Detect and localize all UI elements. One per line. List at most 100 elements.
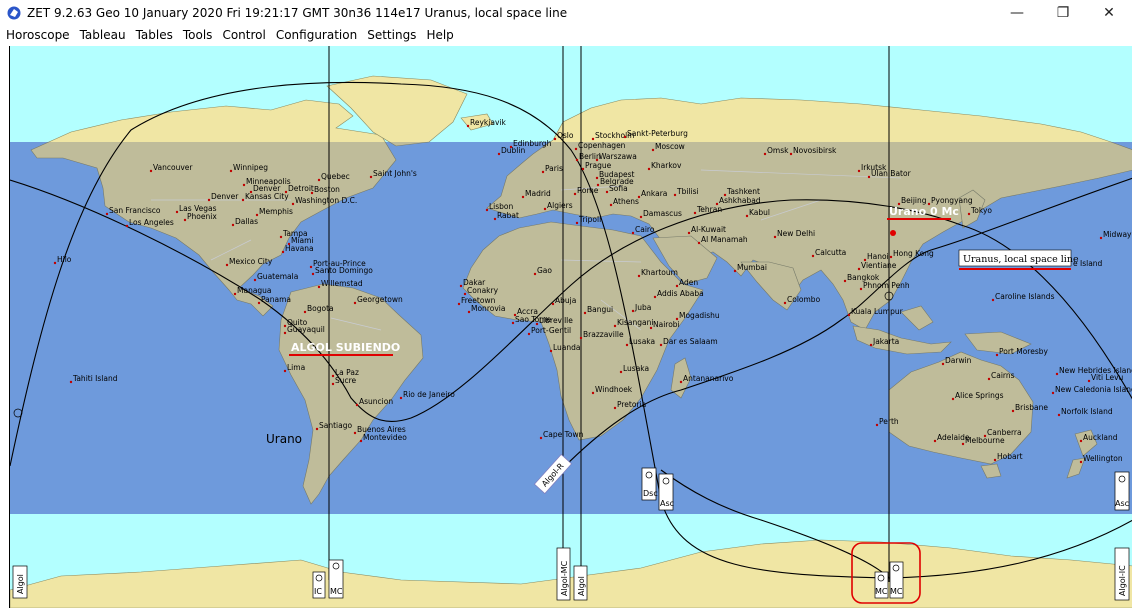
city-dot [745,214,749,218]
city-label: Copenhagen [578,141,626,150]
city-label: Dublin [501,146,525,155]
city-marker: San Francisco [105,206,161,216]
city-label: Lima [287,363,305,372]
city-marker: Nairobi [649,320,680,330]
city-label: Brazzaville [583,330,624,339]
city-dot [639,215,643,219]
city-dot [255,213,259,217]
menu-settings[interactable]: Settings [367,28,417,42]
city-dot [527,332,531,336]
city-marker: New Delhi [773,229,815,239]
city-marker: Rio de Janeiro [399,390,455,400]
city-dot [1079,439,1083,443]
menu-tables[interactable]: Tables [135,28,173,42]
city-label: Moscow [655,142,685,151]
city-dot [595,158,599,162]
menu-tableau[interactable]: Tableau [79,28,126,42]
menu-horoscope[interactable]: Horoscope [6,28,70,42]
city-label: Vancouver [153,163,193,172]
city-dot [987,377,991,381]
city-marker: Minneapolis [242,177,291,187]
city-dot [869,343,873,347]
city-marker: Caroline Islands [991,292,1055,302]
urano-mc-highlight[interactable]: MC MC [851,542,921,604]
city-marker: Mexico City [225,257,273,267]
ic-mc-markers[interactable]: IC MC [312,559,344,599]
city-marker: Copenhagen [574,141,626,151]
menu-tools[interactable]: Tools [182,28,213,42]
city-dot [596,183,600,187]
city-marker: Brazzaville [579,330,624,340]
city-dot [241,198,245,202]
city-dot [859,287,863,291]
city-label: Boston [314,185,340,194]
city-dot [225,263,229,267]
city-marker: Kisangani [613,318,653,328]
city-dot [673,193,677,197]
city-label: Tashkent [726,187,760,196]
algol-mc-markers[interactable]: Algol-MC Algol [556,547,588,601]
city-label: Conakry [467,286,499,295]
city-label: Viti Levu [1091,373,1124,382]
city-marker: Dakar [459,278,486,288]
city-marker: Tampa [279,229,308,239]
city-label: Edinburgh [513,139,552,148]
city-marker: Conakry [463,286,499,296]
right-algol-ic-marker[interactable]: Algol-IC [1114,547,1130,601]
menu-configuration[interactable]: Configuration [275,28,358,42]
city-dot [459,284,463,288]
city-marker: Libreville [535,316,573,326]
city-dot [659,343,663,347]
city-marker: Adelaide [933,433,970,443]
city-label: Las Vegas [179,204,217,213]
urano-mc-annotation: Urano 0 Mc [887,205,959,236]
city-marker: Algiers [543,201,573,211]
city-marker: Kuala Lumpur [847,307,904,317]
city-dot [575,158,579,162]
left-algol-marker[interactable]: Algol [12,565,28,599]
city-marker: Edinburgh [509,139,552,149]
city-label: Bangui [587,305,613,314]
city-label: Montevideo [363,433,407,442]
menu-control[interactable]: Control [222,28,266,42]
city-marker: Rome [573,186,599,196]
city-marker: Asuncion [355,397,393,407]
menu-help[interactable]: Help [426,28,454,42]
dsc-asc-markers[interactable]: Dsc Asc [641,467,674,511]
city-dot [863,258,867,262]
city-label: Libreville [539,316,573,325]
city-dot [637,195,641,199]
partial-island-label: e Island [1073,259,1103,268]
city-dot [581,167,585,171]
city-marker: Lusaka [619,364,649,374]
maximize-button[interactable]: ❐ [1056,5,1070,21]
city-marker: Midway [1099,230,1132,240]
city-dot [1057,413,1061,417]
city-dot [485,208,489,212]
minimize-button[interactable]: — [1010,5,1024,21]
city-marker: Melbourne [961,436,1005,446]
city-marker: Sucre [331,376,357,386]
city-marker: Tahiti Island [69,374,118,384]
city-dot [613,406,617,410]
city-label: Algiers [547,201,573,210]
city-dot [631,309,635,313]
city-marker: Accra [513,307,538,317]
city-label: Hobart [997,452,1023,461]
zet-app-icon[interactable] [7,6,21,20]
city-marker: Khartoum [637,268,678,278]
city-marker: New Hebrides Islands [1055,366,1132,376]
city-dot [857,267,861,271]
city-dot [605,190,609,194]
close-button[interactable]: ✕ [1103,5,1115,21]
land-masses [10,75,1132,608]
city-marker: Alice Springs [951,391,1004,401]
right-asc-marker[interactable]: Asc [1114,471,1130,511]
city-label: Budapest [599,170,635,179]
city-label: Quebec [321,172,350,181]
city-dot [1011,409,1015,413]
city-dot [207,198,211,202]
city-marker: Phoenix [183,212,217,222]
